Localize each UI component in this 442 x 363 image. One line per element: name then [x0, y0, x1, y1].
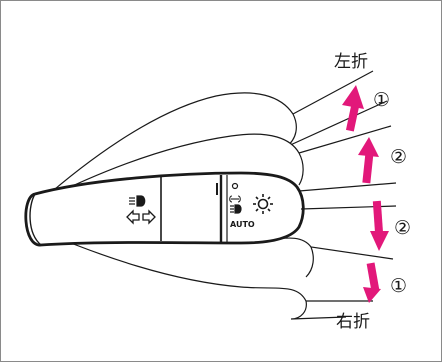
direction-arrows [342, 85, 389, 303]
position-light-icon [229, 195, 241, 203]
lever-ghost-down-1 [40, 230, 373, 320]
fog-lamp-icon [129, 195, 146, 207]
right-turn-step-1-label: ① [390, 275, 408, 297]
right-turn-label: 右折 [336, 312, 370, 332]
lever-tip-shading [29, 193, 42, 246]
lever-main: AUTO [24, 171, 397, 247]
lever-outline-ext-top [298, 182, 397, 192]
left-turn-step-1-label: ① [373, 89, 391, 111]
arrow-down-step-2 [370, 200, 389, 251]
lever-body [24, 171, 305, 247]
right-turn-step-2-label: ② [394, 217, 412, 239]
arrow-up-step-1 [342, 85, 364, 132]
lever-outline-ext-mid [300, 205, 397, 210]
headlight-icon [230, 204, 242, 214]
left-turn-label: 左折 [334, 52, 368, 72]
sun-icon [253, 194, 273, 214]
left-turn-step-2-label: ② [390, 146, 408, 168]
off-position-icon [231, 182, 239, 190]
arrow-up-step-2 [358, 137, 379, 184]
turn-signal-arrows-icon [126, 209, 156, 225]
arrow-down-step-1 [363, 262, 381, 303]
switch-auto-label: AUTO [230, 220, 255, 229]
